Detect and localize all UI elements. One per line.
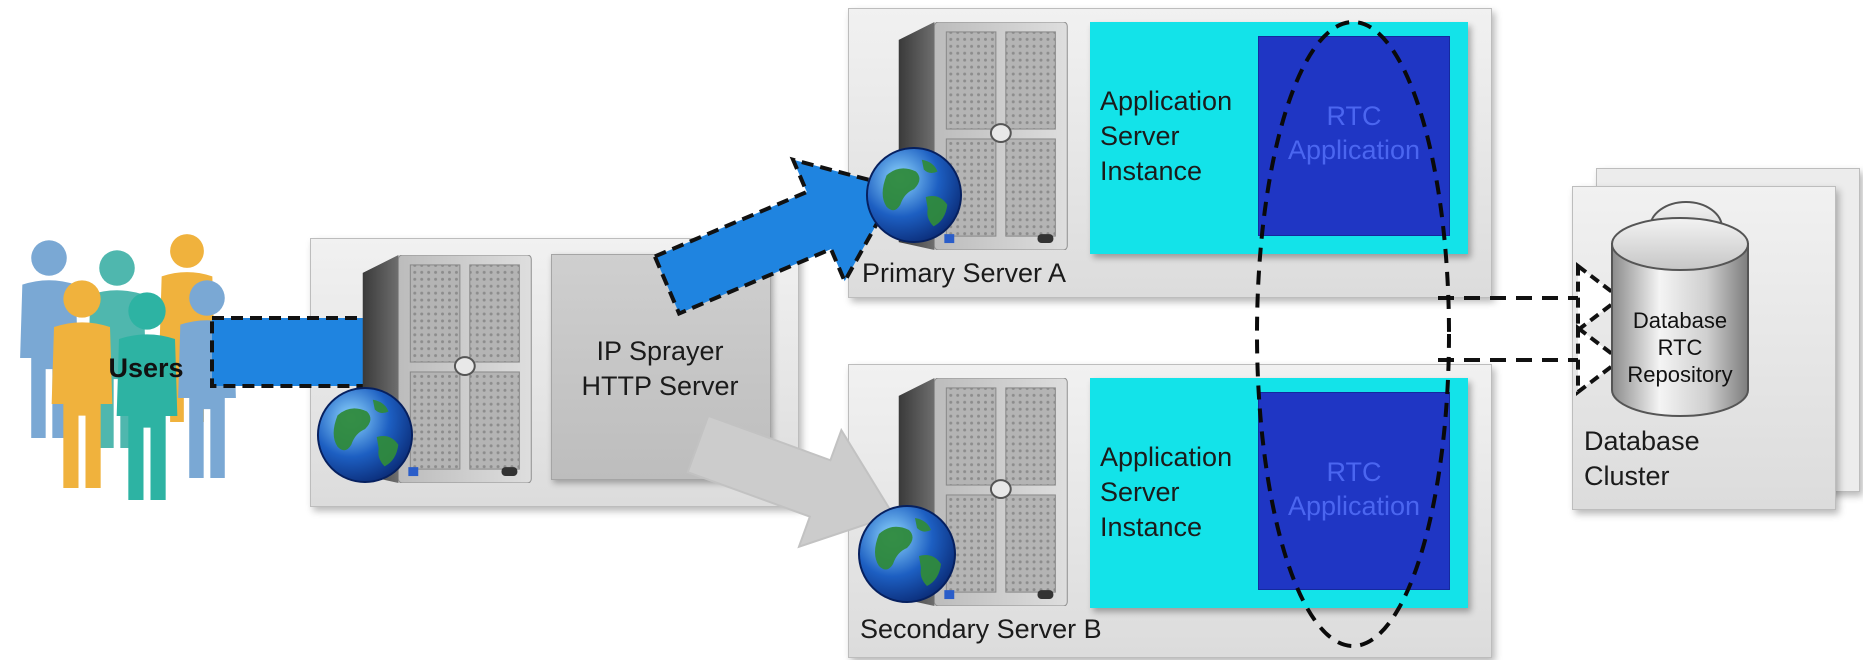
cluster-line-1: Database	[1584, 426, 1700, 456]
secondary-app-line-2: Server	[1100, 477, 1180, 507]
database-line-2: RTC	[1658, 335, 1703, 360]
secondary-app-line-3: Instance	[1100, 512, 1203, 542]
rtc-cluster-ellipse	[1255, 20, 1451, 648]
secondary-app-line-1: Application	[1100, 442, 1233, 472]
users-label: Users	[108, 353, 183, 383]
globe-icon	[858, 505, 956, 603]
sprayer-line-2: HTTP Server	[581, 371, 739, 401]
secondary-rtc-label: RTC Application	[1259, 455, 1449, 523]
primary-server-caption: Primary Server A	[862, 258, 1067, 288]
database-cluster-label: Database Cluster	[1584, 424, 1700, 494]
secondary-rtc-line-1: RTC	[1326, 457, 1382, 487]
globe-icon	[865, 146, 963, 244]
cluster-line-2: Cluster	[1584, 461, 1670, 491]
sprayer-line-1: IP Sprayer	[596, 336, 724, 366]
secondary-server-caption: Secondary Server B	[860, 614, 1102, 644]
secondary-rtc-application: RTC Application	[1258, 392, 1450, 590]
database-line-3: Repository	[1627, 362, 1732, 387]
primary-rtc-line-1: RTC	[1326, 101, 1382, 131]
primary-rtc-label: RTC Application	[1259, 99, 1449, 167]
db-connection-arrows	[1438, 261, 1624, 397]
secondary-rtc-line-2: Application	[1287, 491, 1421, 521]
globe-icon	[316, 386, 414, 484]
primary-rtc-application: RTC Application	[1258, 36, 1450, 236]
database-cylinder-icon	[1611, 201, 1749, 417]
primary-app-server-label: Application Server Instance	[1100, 84, 1232, 189]
ip-sprayer-label: IP Sprayer HTTP Server	[551, 334, 769, 404]
secondary-app-server-label: Application Server Instance	[1100, 440, 1232, 545]
database-line-1: Database	[1633, 308, 1727, 333]
primary-app-line-2: Server	[1100, 121, 1180, 151]
sprayer-to-secondary-arrow	[686, 414, 895, 549]
primary-app-line-1: Application	[1100, 86, 1233, 116]
primary-app-line-3: Instance	[1100, 156, 1203, 186]
primary-rtc-line-2: Application	[1287, 135, 1421, 165]
sprayer-to-primary-arrow	[652, 156, 901, 317]
